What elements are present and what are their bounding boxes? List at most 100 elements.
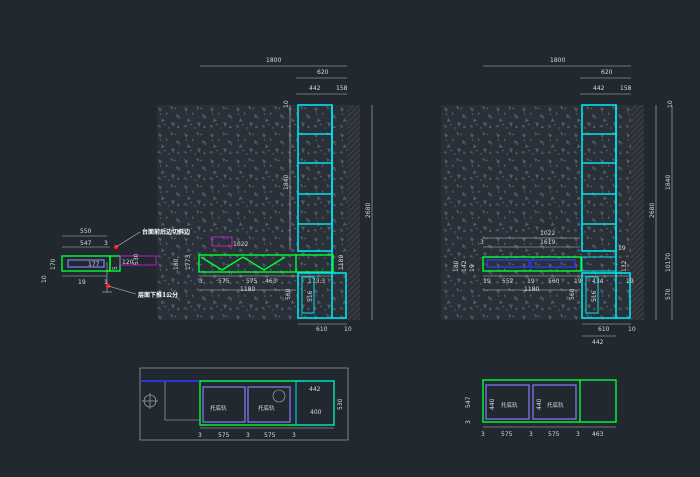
r-plan-label-rail-1: 托底轨 (501, 401, 518, 409)
r-plan-dim-3-a: 3 (481, 431, 485, 438)
r-dim-620: 620 (601, 69, 613, 76)
right-stone-wall (441, 105, 631, 320)
dim-575-a: 575 (218, 278, 230, 285)
r-dim-19-b: 19 (483, 278, 491, 285)
sec-dim-10: 10 (41, 275, 48, 283)
r-dim-10170: 10170 (665, 253, 672, 272)
sec-dim-19: 1 (104, 279, 108, 286)
counter-top (198, 254, 334, 273)
dim-560: 560 (285, 288, 292, 300)
r-plan-dim-3-c: 3 (576, 431, 580, 438)
dim-610: 610 (316, 326, 328, 333)
r-plan-cabinet (482, 379, 617, 423)
dim-1840: 1840 (283, 175, 290, 190)
plan-dim-575-b: 575 (264, 432, 276, 439)
left-stone-wall (157, 105, 347, 320)
r-dim-1840: 1840 (665, 175, 672, 190)
r-lower-cabinet (581, 272, 631, 319)
dim-1773: 1773 (185, 255, 192, 270)
r-plan-dim-575-a: 575 (501, 431, 513, 438)
r-plan-dim-3-b: 3 (529, 431, 533, 438)
sec-dim-170: 170 (50, 258, 57, 270)
sec-dim-120: 530 (133, 253, 140, 265)
r-dim-158: 158 (620, 85, 632, 92)
r-dim-19-d: 19 (574, 278, 582, 285)
dim-442: 442 (309, 85, 321, 92)
dim-158: 158 (336, 85, 348, 92)
dim-3-b: 575 (246, 278, 258, 285)
r-plan-dim-547: 547 (465, 396, 472, 408)
dim-10-top: 10 (283, 100, 290, 108)
dim-10-bottom: 10 (344, 326, 352, 333)
r-dim-570: 570 (665, 288, 672, 300)
dim-1800: 1800 (266, 57, 281, 64)
plan-dim-3-b: 3 (246, 432, 250, 439)
left-side-wall-hatch (347, 105, 360, 320)
sec-dim-90: 177 (88, 261, 100, 268)
right-plan: 440 托底轨 440 托底轨 547 3 3 575 3 575 3 463 (465, 379, 617, 438)
section-counter (61, 255, 111, 272)
r-dim-19-a: 19 (469, 264, 476, 272)
plan-dim-400: 400 (310, 409, 322, 416)
dim-173-3: 1180 (338, 255, 345, 270)
sec-dim-547: 547 (80, 240, 92, 247)
sec-dim-177: 5 (112, 266, 119, 270)
r-dim-552: 552 (502, 278, 514, 285)
r-counter (482, 256, 582, 272)
section-basin (119, 255, 157, 266)
plan-room-outline (139, 367, 349, 441)
r-dim-19-e: 19 (626, 278, 634, 285)
r-dim-610: 610 (598, 326, 610, 333)
r-dim-19-top: 19 (618, 245, 626, 252)
r-dim-132: 132 (621, 260, 628, 272)
r-dim-180: 180 (453, 260, 460, 272)
plan-drawer-1 (202, 386, 246, 423)
r-dim-10-top: 10 (667, 100, 674, 108)
left-plan: 托底轨 托底轨 442 400 530 3 575 3 575 3 (139, 367, 349, 441)
r-dim-1619: 1619 (540, 239, 555, 246)
dim-575-b: 463 (265, 278, 277, 285)
plan-drawer-2 (247, 386, 291, 423)
r-dim-142: 142 (461, 260, 468, 272)
r-dim-19-c: 19 (527, 278, 535, 285)
r-plan-dim-463: 463 (592, 431, 604, 438)
sec-dim-5: 120 (122, 259, 134, 266)
left-section-detail: 550 547 3 177 5 120 530 170 10 19 1 台面前后… (41, 228, 191, 299)
note-bevel-edges: 台面前后边切斜边 (142, 228, 191, 236)
sec-dim-550: 550 (80, 228, 92, 235)
dim-463: 173.3 (308, 278, 325, 285)
dim-516: 516 (307, 290, 314, 302)
dim-1022: 1022 (233, 241, 248, 248)
r-dim-442: 442 (593, 85, 605, 92)
right-side-wall-hatch (631, 105, 644, 320)
sec-dim-3: 3 (104, 240, 108, 247)
dim-3-a: 3 (199, 278, 203, 285)
dim-1180: 1180 (240, 286, 255, 293)
r-plan-dim-440-b: 440 (536, 398, 543, 410)
r-plan-drawer-1 (485, 384, 530, 420)
dim-180: 180 (173, 258, 180, 270)
r-dim-560-b: 560 (569, 288, 576, 300)
left-elevation: 1800 620 442 158 2680 1840 10 1022 1773 … (157, 57, 373, 333)
plan-dim-530: 530 (337, 398, 344, 410)
r-plan-dim-575-b: 575 (548, 431, 560, 438)
right-elevation: 1800 620 442 158 10 2680 1840 10170 570 … (441, 57, 674, 346)
r-dim-1022: 1022 (540, 230, 555, 237)
plan-label-rail-2: 托底轨 (258, 404, 275, 412)
plan-dim-3-a: 3 (198, 432, 202, 439)
r-dim-1180: 1180 (524, 286, 539, 293)
dim-2680: 2680 (365, 203, 372, 218)
plan-dim-442: 442 (309, 386, 321, 393)
sec-dim-530: 19 (78, 279, 86, 286)
lower-cabinet (297, 272, 347, 319)
r-dim-560: 560 (548, 278, 560, 285)
r-plan-label-rail-2: 托底轨 (547, 401, 564, 409)
r-dim-10-bottom: 10 (628, 326, 636, 333)
r-plan-dim-440-a: 440 (489, 398, 496, 410)
r-dim-1800: 1800 (550, 57, 565, 64)
r-dim-516: 516 (591, 290, 598, 302)
dim-620: 620 (317, 69, 329, 76)
plan-dim-575-a: 575 (218, 432, 230, 439)
note-lower-edge: 层面下推1公分 (138, 291, 178, 299)
